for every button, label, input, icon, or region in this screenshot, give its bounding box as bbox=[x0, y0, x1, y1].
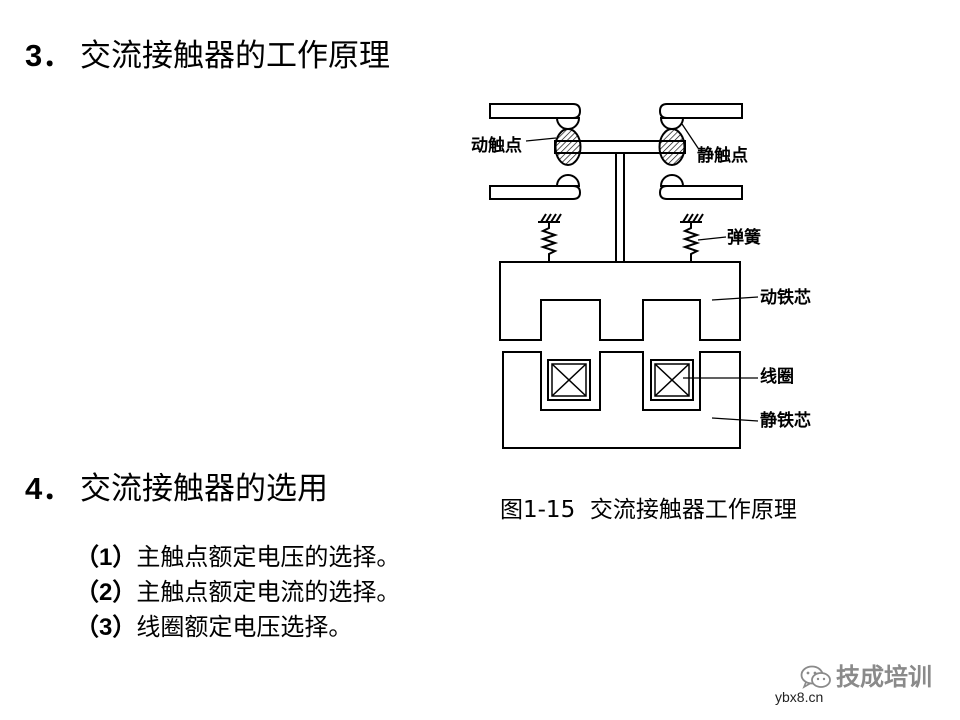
lower-right-static-contact-tip bbox=[659, 174, 685, 187]
label-static-core: 静铁芯 bbox=[760, 410, 811, 431]
list-item-marker: （2） bbox=[75, 579, 137, 606]
label-spring: 弹簧 bbox=[727, 227, 761, 248]
right-spring bbox=[680, 213, 704, 262]
lower-left-static-contact-bar bbox=[489, 185, 582, 200]
label-moving-core: 动铁芯 bbox=[760, 287, 811, 308]
list-item: （1）主触点额定电压的选择。 bbox=[75, 540, 400, 575]
leader-moving-core bbox=[711, 296, 759, 301]
wechat-icon bbox=[800, 665, 831, 689]
contactor-diagram: 动触点 静触点 弹簧 动铁芯 线圈 静铁芯 bbox=[471, 103, 811, 449]
static-iron-core bbox=[502, 351, 741, 449]
section-4-heading: 4．交流接触器的选用 bbox=[25, 471, 328, 507]
list-item-marker: （3） bbox=[75, 614, 137, 641]
right-coil bbox=[650, 359, 694, 401]
watermark-brand: 技成培训 bbox=[836, 663, 932, 691]
label-moving-contact: 动触点 bbox=[471, 135, 522, 156]
upper-left-static-contact-bar bbox=[489, 103, 582, 119]
leader-static-contact bbox=[681, 123, 699, 149]
watermark-site: ybx8.cn bbox=[775, 689, 824, 705]
label-static-contact: 静触点 bbox=[697, 145, 748, 166]
upper-left-static-contact-tip bbox=[555, 117, 581, 130]
bridge-edges bbox=[555, 140, 685, 154]
upper-right-static-contact-bar bbox=[658, 103, 743, 119]
section-3-title: 交流接触器的工作原理 bbox=[80, 38, 390, 74]
leader-static-core bbox=[711, 417, 759, 422]
list-item-marker: （1） bbox=[75, 544, 137, 571]
leader-lines bbox=[525, 123, 759, 422]
right-moving-contact bbox=[658, 128, 686, 166]
section-4-title: 交流接触器的选用 bbox=[80, 471, 328, 507]
leader-moving-contact bbox=[525, 137, 557, 142]
list-item-text: 线圈额定电压选择。 bbox=[136, 613, 353, 641]
figure-caption: 图1-15 交流接触器工作原理 bbox=[500, 497, 797, 523]
upper-right-static-contact-tip bbox=[659, 117, 685, 130]
lower-left-static-contact-tip bbox=[555, 174, 581, 187]
label-coil: 线圈 bbox=[760, 366, 794, 387]
section-4-number: 4． bbox=[25, 471, 74, 506]
left-spring bbox=[538, 213, 562, 262]
section-3-number: 3． bbox=[25, 38, 74, 73]
section-3-heading: 3．交流接触器的工作原理 bbox=[25, 38, 390, 74]
lower-right-static-contact-bar bbox=[658, 185, 743, 200]
list-item: （3）线圈额定电压选择。 bbox=[75, 610, 400, 645]
list-item-text: 主触点额定电流的选择。 bbox=[136, 578, 401, 606]
left-coil bbox=[547, 359, 591, 401]
left-moving-contact bbox=[554, 128, 582, 166]
push-rod bbox=[615, 152, 625, 263]
list-item: （2）主触点额定电流的选择。 bbox=[75, 575, 400, 610]
leader-spring bbox=[697, 236, 727, 241]
moving-iron-core bbox=[499, 261, 741, 341]
selection-list: （1）主触点额定电压的选择。 （2）主触点额定电流的选择。 （3）线圈额定电压选… bbox=[75, 540, 400, 645]
list-item-text: 主触点额定电压的选择。 bbox=[136, 543, 401, 571]
